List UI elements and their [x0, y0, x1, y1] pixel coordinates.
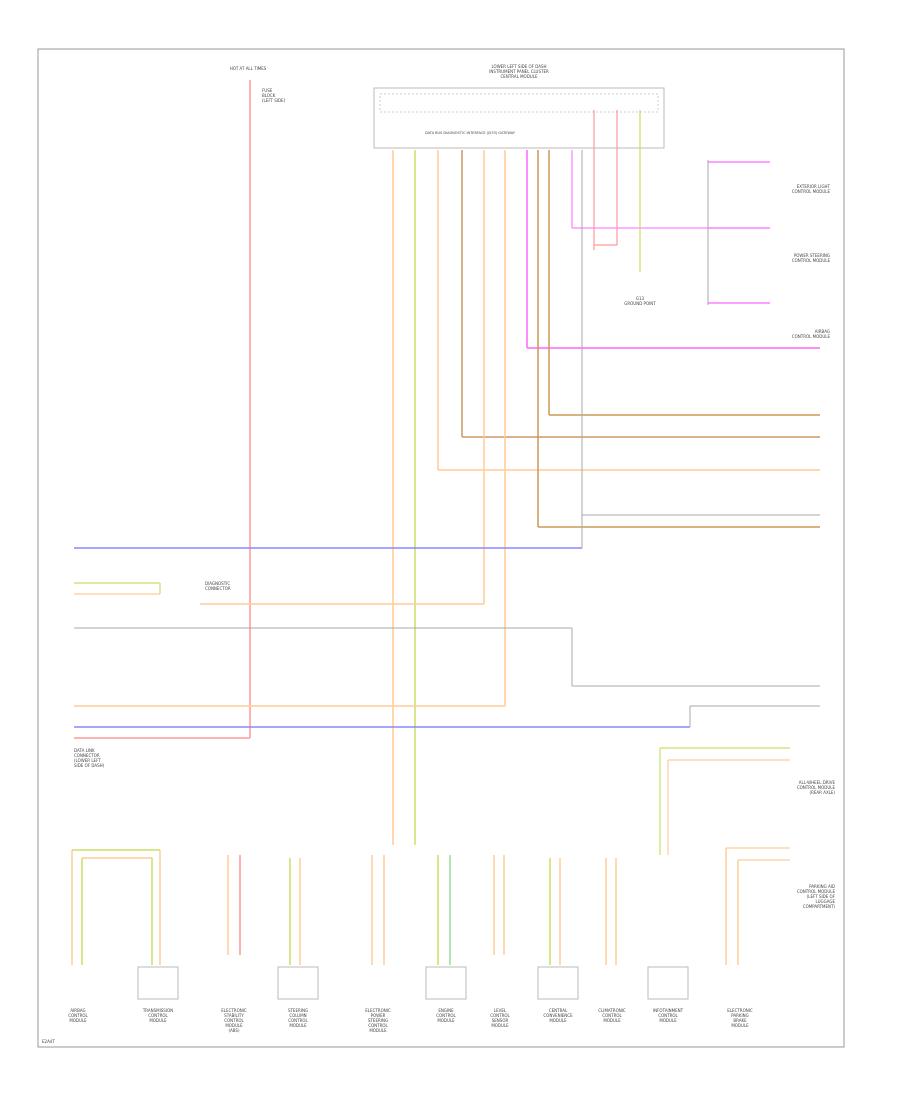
bm-1: [71, 849, 160, 965]
central-module-subtitle: DATA BUS DIAGNOSTIC INTERFACE (J533) GAT…: [425, 131, 516, 135]
module-wires: [74, 110, 820, 845]
page-code: E2A4T: [42, 1039, 55, 1044]
bm-8: [537, 858, 579, 1000]
bm-9: [605, 858, 617, 965]
bm-6: [425, 855, 467, 1000]
hot-at-all-times-label: HOT AT ALL TIMES: [230, 66, 267, 71]
diagram-frame: [37, 48, 845, 1048]
bm-3: [227, 855, 241, 955]
bm-4: [277, 858, 319, 1000]
bottom-modules: [71, 848, 739, 1000]
central-module-inner: [379, 93, 659, 113]
bm-2: [137, 850, 179, 1000]
central-module-box: [373, 87, 665, 149]
bm-7: [493, 855, 505, 955]
bm-5: [371, 855, 385, 965]
bm-10: [647, 966, 689, 1000]
bm-11: [725, 848, 739, 965]
